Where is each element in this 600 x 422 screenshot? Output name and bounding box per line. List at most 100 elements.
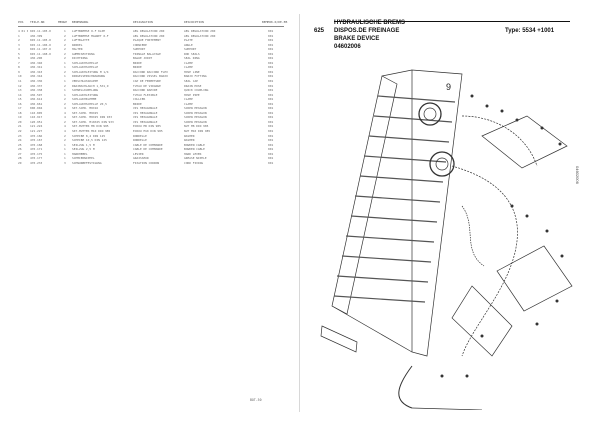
cell-part: 120.951 — [30, 119, 43, 124]
hydraulic-line-mid — [461, 205, 485, 267]
col-quantity: MENGE — [58, 20, 68, 24]
table-header: POS TEILE-NR MENGE BENENNUNG DESIGNATION… — [18, 20, 288, 26]
cell-part: 436.343 — [30, 69, 43, 74]
cell-en: SCREW HEXAGON — [184, 115, 207, 120]
cell-part: 436.612 — [30, 97, 43, 102]
page-spine — [299, 14, 300, 412]
cell-fr: BRIDE — [133, 60, 142, 65]
cell-qty: 4 — [64, 124, 66, 129]
cell-fr: TUYAU FLEXIBLE — [133, 92, 158, 97]
cell-de: SEILZUG 1,5 M — [72, 142, 95, 147]
cell-de: LUFTBLATTE — [72, 38, 90, 43]
cell-rem: 001 — [268, 97, 274, 102]
cell-qty: 4 — [64, 106, 66, 111]
cell-part: 470.166 — [30, 133, 43, 138]
cell-en: AEG REGULATION 200 — [184, 33, 216, 38]
cell-fr: BAGUE JOINT — [133, 56, 153, 61]
cell-part: 045.11.106.0 — [30, 42, 51, 47]
cell-en: CLAMP — [184, 60, 193, 65]
cell-en: SCREW HEXAGON — [184, 119, 207, 124]
cell-en: HAND LEVER — [184, 151, 202, 156]
cell-part: 436.290 — [30, 56, 43, 61]
cell-qty: 1 — [64, 88, 66, 93]
cell-part: 436.341 — [30, 65, 43, 70]
cell-fr: TRINGLE BALAYAGE — [133, 51, 161, 56]
cell-de: RINGELVERSCHRAUBUNG — [72, 74, 106, 79]
cell-qty: 2 — [64, 83, 66, 88]
cell-qty: 1 — [64, 156, 66, 161]
cell-en: SUPPORT — [184, 47, 197, 52]
cell-fr: RONDELLE — [133, 133, 147, 138]
cell-pos: 16 — [18, 101, 22, 106]
cell-qty: 2 — [64, 97, 66, 102]
cell-fr: VIS HEXAGONALE — [133, 119, 158, 124]
cell-part: 110.805 — [30, 110, 43, 115]
cell-fr: VIS HEXAGONALE — [133, 115, 158, 120]
cell-de: SCHNELLKUPPLUNG — [72, 88, 99, 93]
cell-de: SCHLAUCHLEITUNG M 1/4 — [72, 69, 109, 74]
cell-en: AEG REGULATION 200 — [184, 29, 216, 33]
drawing-code: 04602006 — [334, 44, 361, 50]
diagram-page: 625 HYDRAULISCHE BREMS DISPOS.DE FREINAG… — [312, 16, 584, 412]
cell-pos: 26 — [18, 147, 22, 152]
cell-part: 436.597 — [30, 92, 43, 97]
cell-en: SEAL RING — [184, 56, 200, 61]
cell-de: SCHLAUCHLEITUNG — [72, 92, 99, 97]
cell-pos: 20 — [18, 119, 22, 124]
cell-rem: 001 — [268, 129, 274, 134]
cell-part: 121.227 — [30, 129, 43, 134]
cell-fr: BRIDE — [133, 65, 142, 70]
cell-pos: 22 — [18, 129, 22, 134]
cell-qty: 2 — [64, 133, 66, 138]
cable-end — [411, 407, 483, 410]
cell-qty: 3 — [64, 160, 66, 165]
cell-qty: 2 — [64, 51, 66, 56]
cell-fr: RACCORD RAPIDE — [133, 88, 158, 93]
cell-rem: 001 — [268, 160, 274, 165]
cell-fr: AEG REGULATION 200 — [133, 29, 165, 33]
col-pos: POS — [18, 20, 24, 24]
col-remarks: BEMERK-R/DE-EB — [262, 20, 288, 24]
page-number: 625 — [314, 28, 325, 34]
cell-qty: 2 — [64, 47, 66, 52]
cell-fr: TUYAU DE VIDANGE — [133, 83, 161, 88]
cell-part: 045.11.108.0 — [30, 51, 51, 56]
cell-part: 470.171 — [30, 147, 43, 152]
cell-qty: 1 — [64, 142, 66, 147]
cell-part: 045.11.105.0 — [30, 29, 51, 33]
title-rule — [334, 21, 570, 22]
title-german: HYDRAULISCHE BREMS — [334, 20, 406, 26]
cell-de: LUFTBREMSE 0-F KLPP — [72, 29, 106, 33]
cell-part: 000.004 — [30, 106, 43, 111]
parts-list-page: POS TEILE-NR MENGE BENENNUNG DESIGNATION… — [14, 16, 288, 412]
cell-en: BOWDEN CABLE — [184, 147, 205, 152]
cell-pos: 2 — [18, 38, 20, 43]
cell-fr: GRAISSEUR — [133, 156, 149, 161]
cell-rem: 001 — [268, 92, 274, 97]
cell-pos: 25 — [18, 142, 22, 147]
cell-pos: 18 — [18, 110, 22, 115]
cell-en: HOSE LINE — [184, 69, 200, 74]
cell-en: WASHER — [184, 133, 195, 138]
cell-de: DRAINSCHLAUCH 1,5X1,9 — [72, 83, 109, 88]
cell-en: WASHER — [184, 138, 195, 143]
cell-rem: 001 — [268, 115, 274, 120]
cell-de: SKT-SCHR. M8X25 DIN 933 — [72, 115, 113, 120]
callout-number: 9 — [446, 82, 451, 92]
cell-de: SCHNURBEFESTIGUNG — [72, 160, 102, 165]
